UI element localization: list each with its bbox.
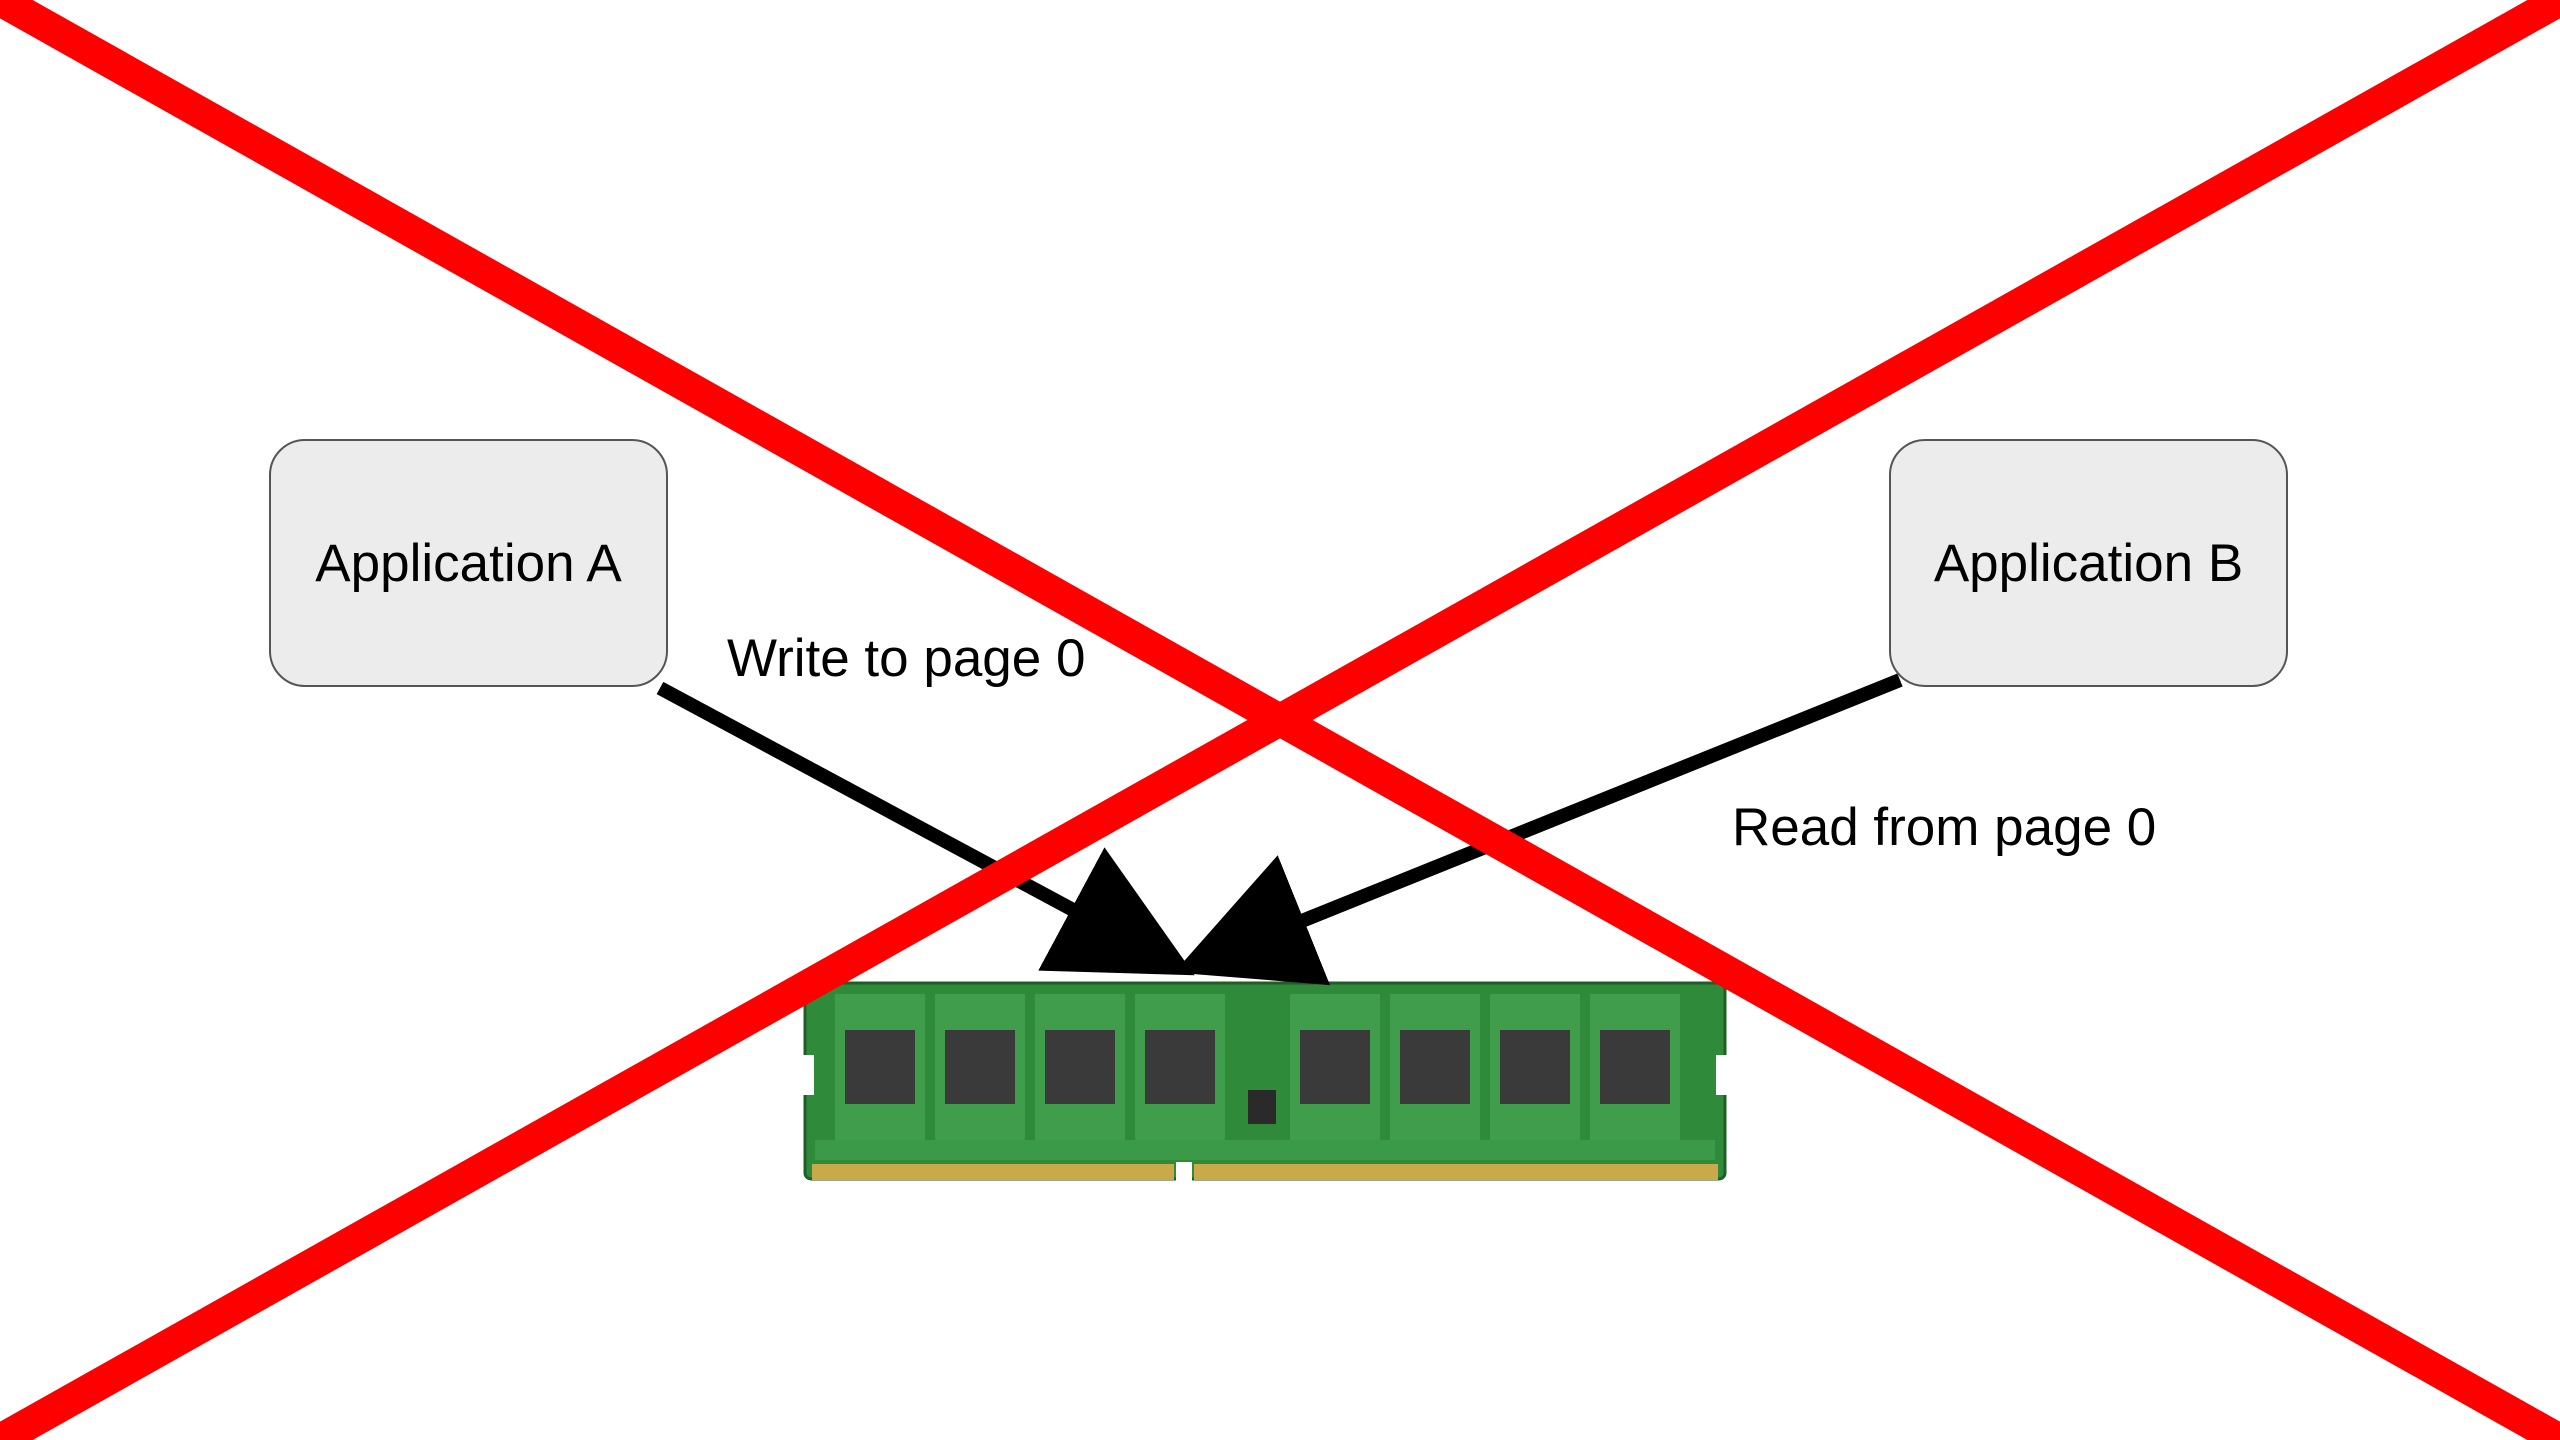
ram-chip-group-right xyxy=(1290,994,1680,1140)
ram-small-chip xyxy=(1248,1090,1276,1124)
ram-contacts-right xyxy=(1194,1164,1718,1180)
read-edge-label: Read from page 0 xyxy=(1732,798,2157,857)
ram-key-notch xyxy=(1176,1162,1192,1184)
app-a-box-bg xyxy=(269,439,668,687)
application-a-box: Application A xyxy=(269,439,668,687)
app-b-box-bg xyxy=(1889,439,2288,687)
arrow-write xyxy=(656,681,1195,976)
ram-notch-right xyxy=(1716,1055,1730,1095)
arrow-read xyxy=(1174,673,1903,986)
ram-trace-band xyxy=(815,1140,1715,1160)
ram-chip xyxy=(1045,1030,1115,1104)
ram-chip xyxy=(1400,1030,1470,1104)
ram-chip xyxy=(1145,1030,1215,1104)
ram-chip xyxy=(845,1030,915,1104)
ram-contacts-left xyxy=(812,1164,1174,1180)
application-a-label: Application A xyxy=(315,533,622,593)
ram-chip xyxy=(945,1030,1015,1104)
ram-notch-left xyxy=(800,1055,814,1095)
ram-module-icon xyxy=(800,981,1730,1184)
application-b-box: Application B xyxy=(1889,439,2288,687)
ram-chip-group-left xyxy=(835,994,1225,1140)
write-edge-label: Write to page 0 xyxy=(727,629,1086,688)
ram-chip xyxy=(1600,1030,1670,1104)
ram-chip xyxy=(1300,1030,1370,1104)
ram-chip xyxy=(1500,1030,1570,1104)
application-b-label: Application B xyxy=(1933,533,2244,593)
